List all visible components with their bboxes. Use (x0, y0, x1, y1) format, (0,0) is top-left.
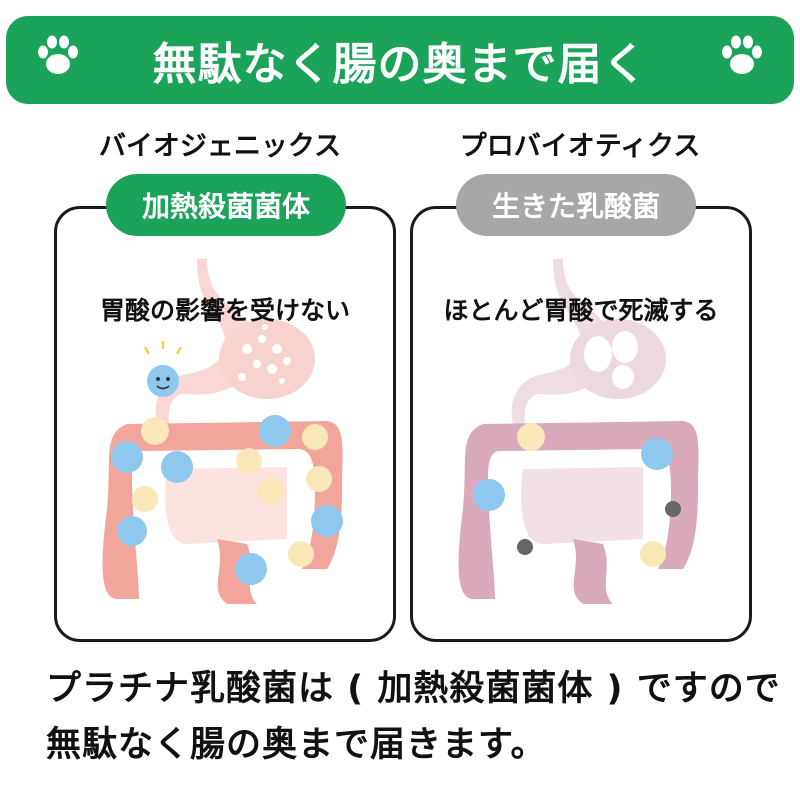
left-panel: 胃酸の影響を受けない (54, 206, 396, 642)
right-label-pill: 生きた乳酸菌 (456, 174, 696, 236)
intestine-illustration-right (458, 259, 699, 604)
paw-icon (722, 35, 762, 74)
paw-icon (38, 35, 78, 74)
right-panel: ほとんど胃酸で死滅する (410, 206, 752, 642)
intestine-illustration-left (102, 259, 343, 604)
left-column-heading: バイオジェニックス (98, 131, 342, 162)
left-panel-caption: 胃酸の影響を受けない (99, 296, 350, 325)
title-banner: 無駄なく腸の奥まで届く (6, 16, 794, 104)
left-label-pill: 加熱殺菌菌体 (106, 174, 346, 236)
banner-title: 無駄なく腸の奥まで届く (152, 39, 648, 90)
footer-line-2: 無駄なく腸の奥まで届きます。 (46, 725, 547, 765)
footer-line-1: プラチナ乳酸菌は ( 加熱殺菌菌体 ) ですので (46, 669, 781, 709)
right-column-heading: プロバイオティクス (459, 131, 701, 162)
right-panel-caption: ほとんど胃酸で死滅する (443, 296, 719, 325)
